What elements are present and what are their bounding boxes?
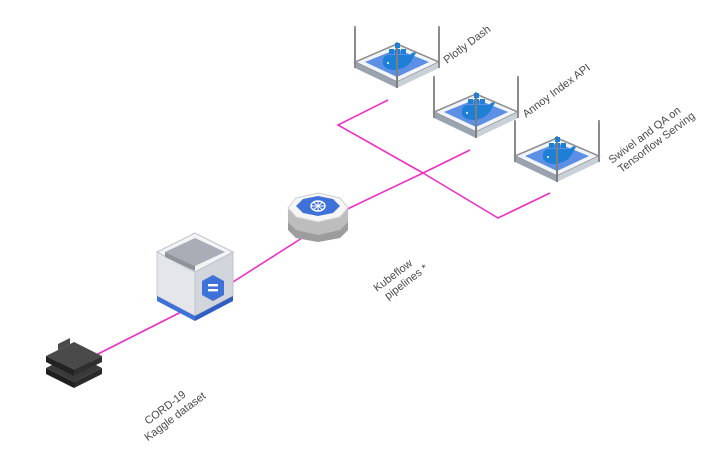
connector-kubeflow-to-hub (336, 172, 424, 215)
storage-bucket-icon (155, 232, 235, 321)
kubernetes-wheel-icon (287, 192, 349, 242)
connector-hub-to-annoy (422, 149, 471, 174)
plotly-dash-label: Plotly Dash (442, 23, 494, 66)
annoy-index-label: Annoy Index API (521, 62, 593, 121)
plotly-dash-container (354, 25, 440, 89)
annoy-index-container (433, 75, 519, 139)
connector-lines (89, 99, 551, 359)
connector-storage-to-kubeflow (221, 237, 303, 290)
connector-hub-to-plotly (336, 99, 424, 174)
connector-hub-to-swivel (422, 172, 551, 219)
connector-dataset-to-storage (89, 304, 196, 359)
swivel-qa-container (514, 119, 600, 183)
stacked-layers-icon (46, 338, 102, 388)
